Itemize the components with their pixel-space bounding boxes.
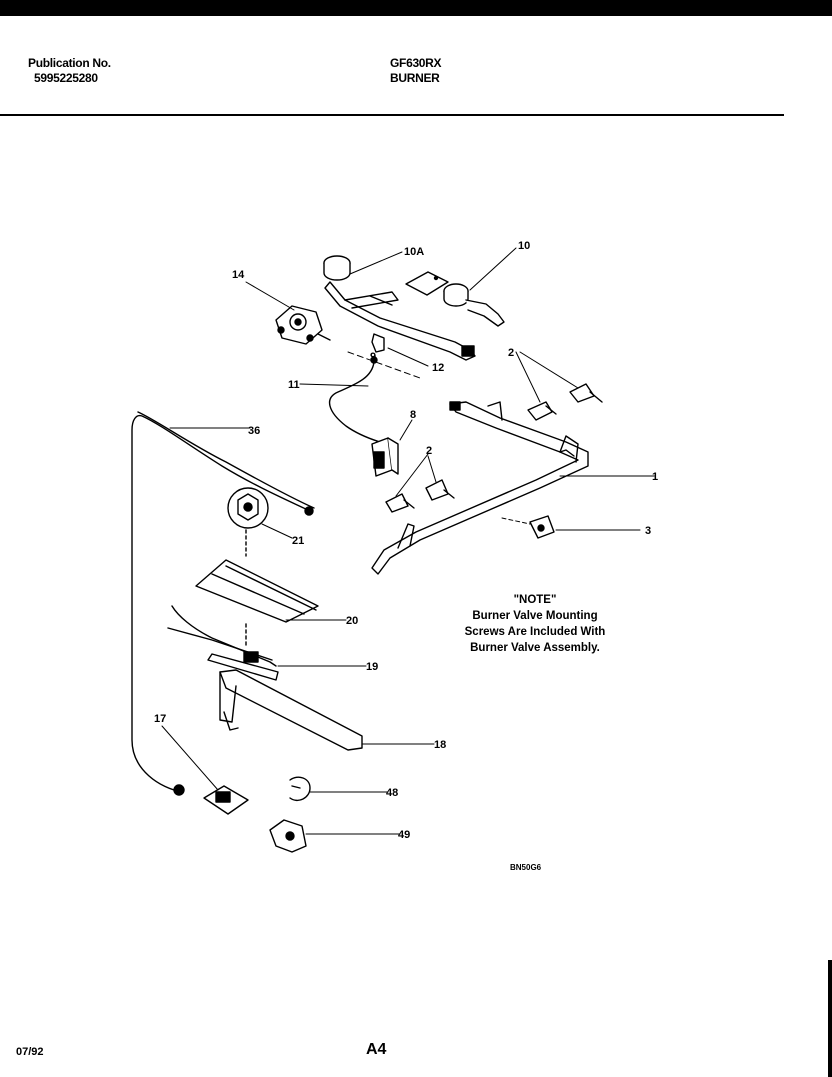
callout-2-middle: 2 [426,445,432,457]
callout-20: 20 [346,615,358,627]
part-10a-burner [323,255,476,361]
callout-9: 9 [370,351,376,363]
part-2-valves-upper [527,383,603,421]
publication-label: Publication No. [28,56,111,70]
callout-3: 3 [645,525,651,537]
publication-number: 5995225280 [34,71,98,85]
callout-2-upper: 2 [508,347,514,359]
callout-14: 14 [232,269,245,281]
part-36-tube [131,414,313,793]
part-19-bracket [167,605,279,681]
part-14-valve [275,305,331,345]
part-8-fitting [371,437,399,477]
section-title: BURNER [390,71,440,85]
callout-10a: 10A [404,246,424,258]
part-49-bracket [269,819,307,853]
right-edge-mark [828,960,832,1077]
part-20-cover [195,559,319,623]
footer-date: 07/92 [16,1046,44,1058]
note-line-3: Burner Valve Assembly. [470,642,600,654]
callout-17: 17 [154,713,166,725]
part-3-bracket [529,515,555,539]
top-border [0,0,832,16]
callout-8: 8 [410,409,416,421]
note-block: "NOTE" Burner Valve Mounting Screws Are … [440,592,630,656]
callout-36: 36 [248,425,260,437]
callout-19: 19 [366,661,378,673]
note-line-1: Burner Valve Mounting [472,610,598,622]
callout-10: 10 [518,240,530,252]
note-line-2: Screws Are Included With [464,626,606,638]
callout-12: 12 [432,362,444,374]
callout-1: 1 [652,471,658,483]
part-12-clip [371,333,385,353]
page-number: A4 [366,1041,387,1058]
header-rule [0,114,784,116]
part-2-valves-middle [385,479,455,513]
callout-49: 49 [398,829,410,841]
callout-18: 18 [434,739,446,751]
part-18-oven-burner [219,669,363,751]
model-number: GF630RX [390,56,442,70]
part-17-clip [203,785,249,815]
part-48-clip [289,776,311,802]
diagram-code: BN50G6 [510,863,542,872]
part-21-nut [227,487,269,529]
part-1-manifold [371,401,589,575]
callout-21: 21 [292,535,304,547]
callout-48: 48 [386,787,398,799]
callout-11: 11 [288,379,300,391]
part-11-tube [328,361,381,443]
part-10-burner [405,271,505,327]
note-title: "NOTE" [513,594,557,606]
